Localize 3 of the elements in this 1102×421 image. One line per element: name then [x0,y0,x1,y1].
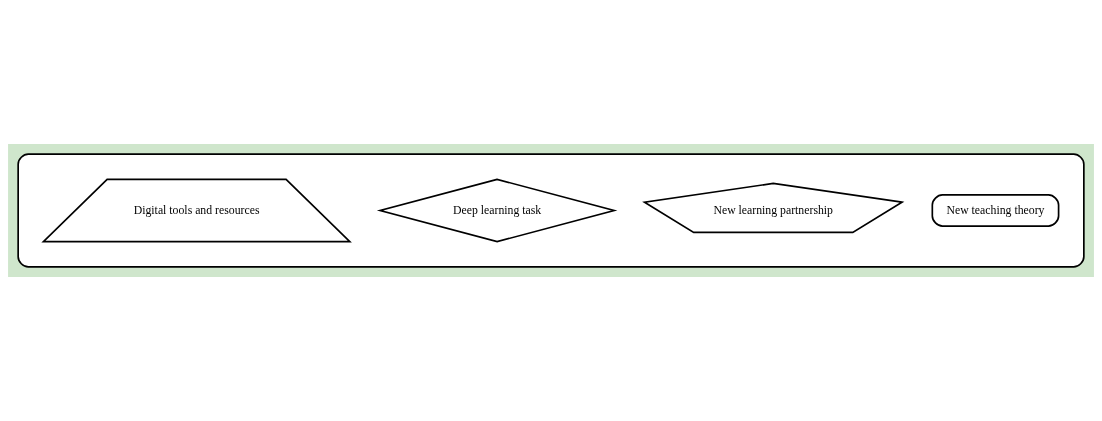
node-box: New teaching theory [931,194,1060,227]
node-diamond: Deep learning task [376,178,618,243]
cluster [17,153,1085,268]
